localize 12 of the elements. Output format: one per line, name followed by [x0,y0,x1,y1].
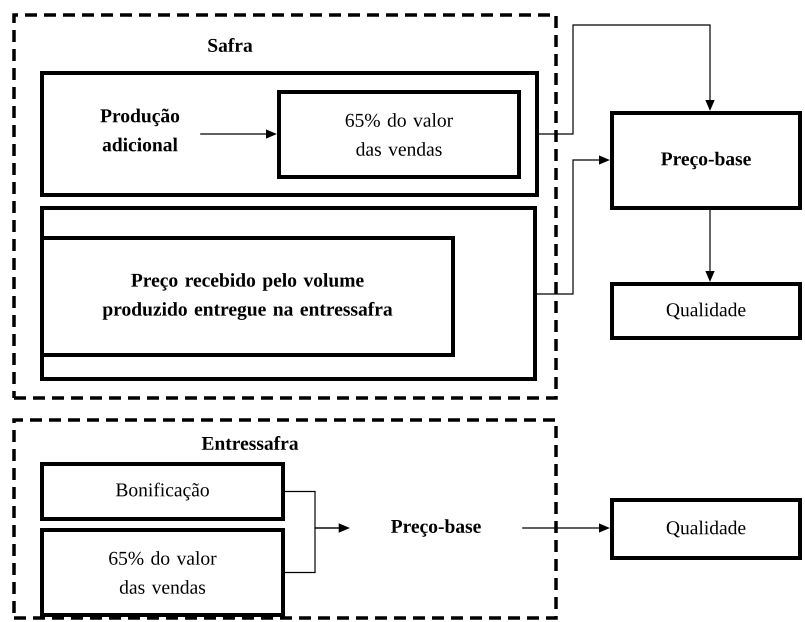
text-label: Produção adicional [100,108,180,152]
process-box: Bonificação [40,462,285,521]
container-box [40,71,539,197]
text-label: Preço-base [391,519,481,537]
process-box: Qualidade [610,498,802,560]
process-box: Preço recebido pelo volume produzido entregue na entressafra [40,236,455,357]
container-box [40,206,537,381]
process-box: 65% do valor das vendas [277,90,521,179]
process-box: 65% do valor das vendas [40,528,285,617]
arrow [539,24,715,135]
process-box: Qualidade [610,282,802,340]
process-box: Preço-base [610,111,802,210]
